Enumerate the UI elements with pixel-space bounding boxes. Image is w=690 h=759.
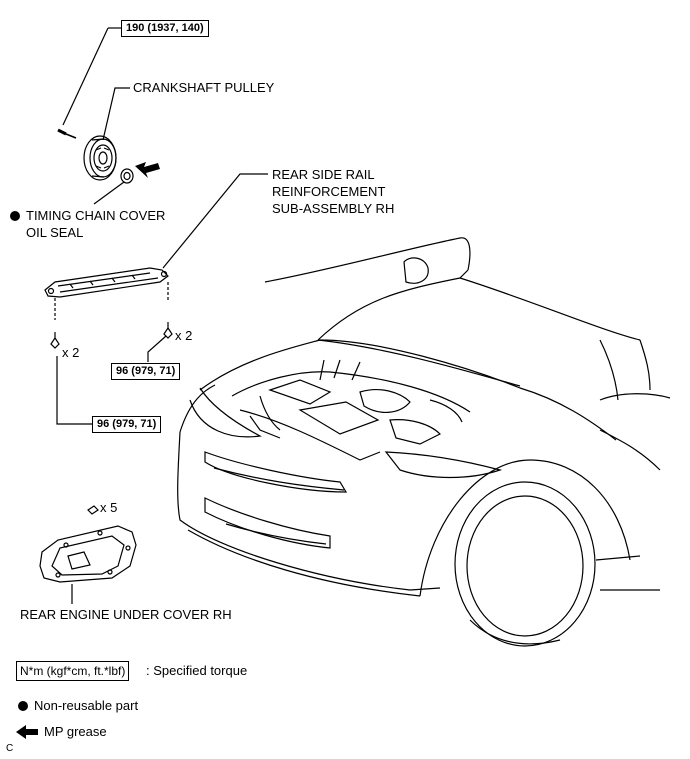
rail-bolt-right-icon (163, 282, 173, 339)
legend-grease-text: MP grease (44, 724, 107, 739)
non-reusable-icon (10, 211, 20, 221)
rail-bolt-right-leader (147, 335, 167, 362)
legend-nonreusable: Non-reusable part (18, 697, 138, 715)
torque-box-rail-left: 96 (979, 71) (92, 416, 162, 433)
rail-leader (162, 173, 268, 269)
grease-arrow-icon (135, 162, 160, 178)
rail-label-line1: REAR SIDE RAIL (272, 167, 375, 182)
rail-bolt-left-icon (50, 298, 60, 349)
crankshaft-pulley-leader (102, 87, 130, 141)
under-cover-clip-qty: x 5 (100, 500, 118, 515)
legend-non-reusable-icon (18, 701, 28, 711)
oil-seal-label-line2: OIL SEAL (26, 225, 84, 240)
legend-grease-arrow-icon (16, 725, 38, 739)
under-cover-icon (39, 525, 137, 583)
car-body-drawing (177, 237, 671, 647)
oil-seal-leader (93, 181, 125, 205)
under-cover-label: REAR ENGINE UNDER COVER RH (20, 607, 232, 622)
rail-label-line2: REINFORCEMENT (272, 184, 386, 199)
crankshaft-pulley-icon (83, 135, 117, 181)
rail-reinforcement-icon (44, 267, 169, 298)
torque-box-pulley: 190 (1937, 140) (121, 20, 209, 37)
crankshaft-pulley-label: CRANKSHAFT PULLEY (133, 80, 275, 95)
rail-label-line3: SUB-ASSEMBLY RH (272, 201, 395, 216)
pulley-bolt-leader (62, 27, 109, 126)
legend-torque-text: : Specified torque (146, 663, 248, 678)
corner-mark: C (6, 743, 14, 754)
under-cover-clip-icon (87, 505, 99, 515)
pulley-bolt-icon (57, 128, 77, 139)
rail-bolt-right-qty: x 2 (175, 328, 193, 343)
legend-torque-box: N*m (kgf*cm, ft.*lbf) (16, 661, 130, 681)
rail-bolt-left-leader (56, 356, 92, 425)
oil-seal-label: TIMING CHAIN COVER (10, 207, 165, 225)
rail-bolt-left-qty: x 2 (62, 345, 80, 360)
torque-box-rail-right: 96 (979, 71) (111, 363, 181, 380)
oil-seal-icon (120, 168, 134, 184)
